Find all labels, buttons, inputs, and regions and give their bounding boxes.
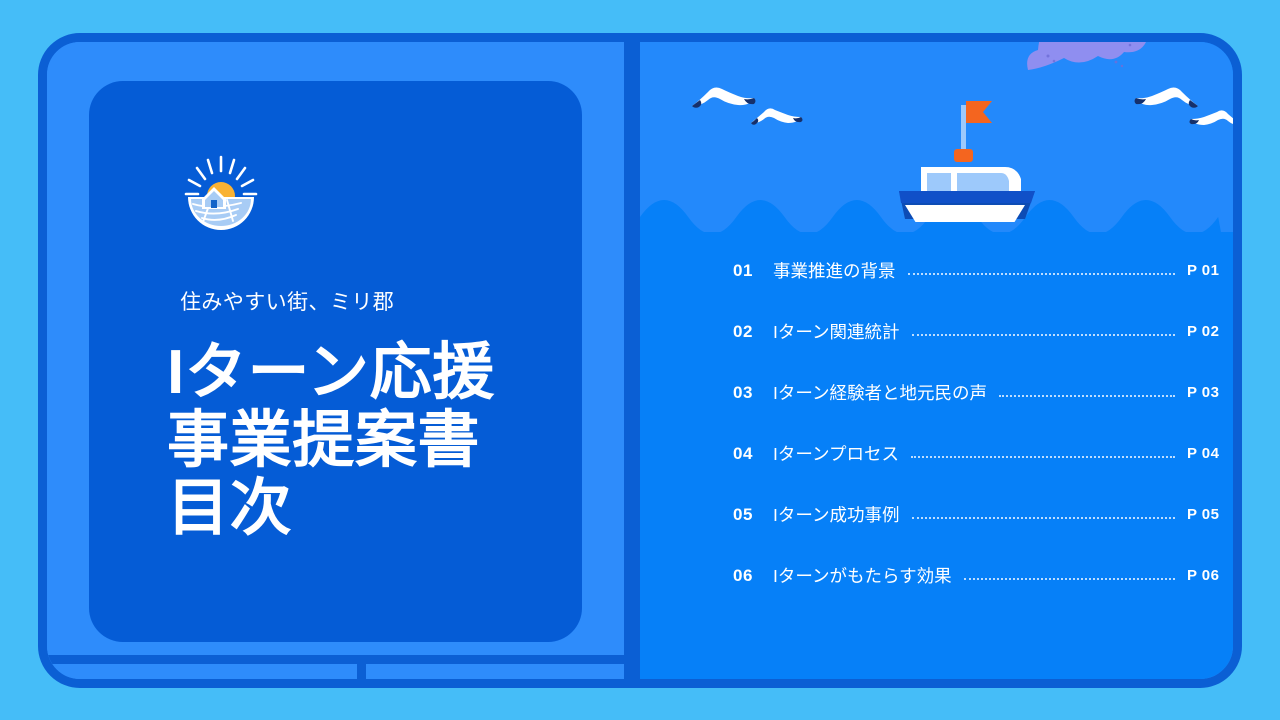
- panel-divider-stub: [357, 655, 366, 679]
- toc-leader-dots: [911, 333, 1175, 336]
- toc-item[interactable]: 01 事業推進の背景 P 01: [733, 240, 1233, 301]
- seagull-icon: [1132, 80, 1202, 117]
- brand-tagline: 住みやすい街、ミリ郡: [180, 291, 395, 314]
- toc-number: 03: [733, 382, 753, 402]
- toc-page-number: P 01: [1187, 262, 1220, 279]
- toc-page-number: P 04: [1187, 445, 1220, 462]
- toc-label: Iターンがもたらす効果: [773, 566, 952, 586]
- toc-item[interactable]: 05 Iターン成功事例 P 05: [733, 484, 1233, 545]
- toc-leader-dots: [910, 455, 1175, 458]
- toc-leader-dots: [963, 577, 1175, 580]
- seagull-icon: [688, 80, 758, 117]
- orange-flag-icon: [966, 101, 992, 123]
- seagull-icon: [1188, 104, 1233, 135]
- toc-label: Iターン関連統計: [773, 322, 900, 342]
- toc-item[interactable]: 02 Iターン関連統計 P 02: [733, 301, 1233, 362]
- panel-divider-horizontal: [47, 655, 624, 664]
- toc-label: Iターン成功事例: [773, 505, 900, 525]
- toc-leader-dots: [911, 516, 1175, 519]
- purple-cloud-blob-icon: [1020, 42, 1160, 72]
- title-line-3: 目次: [167, 474, 293, 544]
- toc-item[interactable]: 04 Iターンプロセス P 04: [733, 423, 1233, 484]
- panel-divider-vertical: [624, 42, 640, 679]
- toc-label: Iターンプロセス: [773, 444, 899, 464]
- table-of-contents: 01 事業推進の背景 P 01 02 Iターン関連統計 P 02 03 Iターン…: [733, 240, 1233, 606]
- toc-label: Iターン経験者と地元民の声: [773, 383, 987, 403]
- toc-leader-dots: [999, 394, 1175, 397]
- title-line-2: 事業提案書: [167, 406, 481, 476]
- right-panel: 01 事業推進の背景 P 01 02 Iターン関連統計 P 02 03 Iターン…: [640, 42, 1233, 679]
- toc-page-number: P 06: [1187, 567, 1220, 584]
- title-line-1: Iターン応援: [167, 338, 495, 407]
- sunrise-farm-badge-icon: [180, 151, 262, 233]
- toc-number: 06: [733, 565, 753, 585]
- toc-leader-dots: [907, 272, 1175, 275]
- page-title: Iターン応援 事業提案書 目次: [167, 338, 587, 544]
- toc-item[interactable]: 03 Iターン経験者と地元民の声 P 03: [733, 362, 1233, 423]
- left-panel: 住みやすい街、ミリ郡 Iターン応援 事業提案書 目次: [47, 42, 624, 679]
- slide-frame: 住みやすい街、ミリ郡 Iターン応援 事業提案書 目次: [38, 33, 1242, 688]
- toc-page-number: P 05: [1187, 506, 1220, 523]
- toc-number: 01: [733, 260, 753, 280]
- toc-page-number: P 03: [1187, 384, 1220, 401]
- title-card: 住みやすい街、ミリ郡 Iターン応援 事業提案書 目次: [89, 81, 582, 642]
- toc-page-number: P 02: [1187, 323, 1220, 340]
- toc-item[interactable]: 06 Iターンがもたらす効果 P 06: [733, 545, 1233, 606]
- fishing-boat-icon: [885, 87, 1045, 231]
- seagull-icon: [748, 102, 804, 133]
- toc-number: 04: [733, 443, 753, 463]
- toc-number: 05: [733, 504, 753, 524]
- toc-label: 事業推進の背景: [773, 261, 896, 281]
- toc-number: 02: [733, 321, 753, 341]
